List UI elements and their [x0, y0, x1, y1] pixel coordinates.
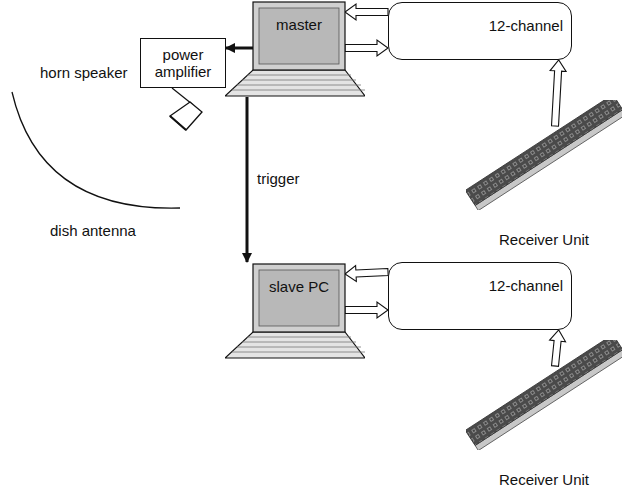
- key-row: [237, 85, 361, 86]
- signal-arrow: [226, 47, 253, 50]
- process-box: power amplifier: [140, 38, 226, 88]
- key-row: [247, 75, 351, 76]
- signal-arrow: [246, 97, 249, 262]
- data-arrow: [345, 265, 388, 281]
- node-label: 12-channel: [389, 17, 563, 34]
- unit-label: Receiver Unit: [466, 231, 622, 248]
- data-arrow: [345, 4, 388, 20]
- key-row: [242, 342, 356, 343]
- part-label: dish antenna: [50, 222, 136, 239]
- dish-antenna: [12, 92, 180, 208]
- receiver-unit: Receiver Unit: [466, 100, 622, 250]
- key-row: [237, 347, 361, 348]
- key-row: [232, 90, 365, 91]
- node-label: master: [259, 16, 339, 33]
- node-label: power amplifier: [145, 46, 221, 81]
- laptop-outline: [225, 0, 365, 100]
- unit-label: Receiver Unit: [466, 471, 622, 488]
- receiver-unit: Receiver Unit: [466, 340, 622, 490]
- horn-speaker: [170, 102, 202, 130]
- laptop-screen: [253, 2, 345, 70]
- laptop-display: [259, 8, 339, 64]
- data-arrow: [550, 330, 566, 366]
- laptop-computer: master: [225, 0, 365, 100]
- laptop-outline: [225, 262, 365, 362]
- key-row: [242, 80, 356, 81]
- laptop-screen: [253, 264, 345, 332]
- data-arrow: [550, 60, 566, 126]
- speaker-wire: [172, 88, 192, 104]
- laptop-keyboard: [225, 70, 365, 96]
- receiver-array: [466, 100, 622, 210]
- laptop-computer: slave PC: [225, 262, 365, 362]
- node-label: slave PC: [259, 278, 339, 295]
- key-row: [247, 337, 351, 338]
- data-arrow: [345, 40, 388, 56]
- speaker-mouth: [170, 116, 186, 130]
- node-label: 12-channel: [389, 277, 563, 294]
- channel-box: 12-channel: [388, 2, 572, 60]
- data-arrow: [345, 302, 388, 318]
- channel-box: 12-channel: [388, 262, 572, 330]
- part-label: horn speaker: [40, 64, 128, 81]
- receiver-face: [466, 100, 622, 205]
- laptop-display: [259, 270, 339, 326]
- laptop-keyboard: [225, 332, 365, 358]
- receiver-face: [466, 340, 622, 445]
- edge-label: trigger: [255, 170, 302, 187]
- receiver-array: [466, 340, 622, 450]
- key-row: [232, 352, 365, 353]
